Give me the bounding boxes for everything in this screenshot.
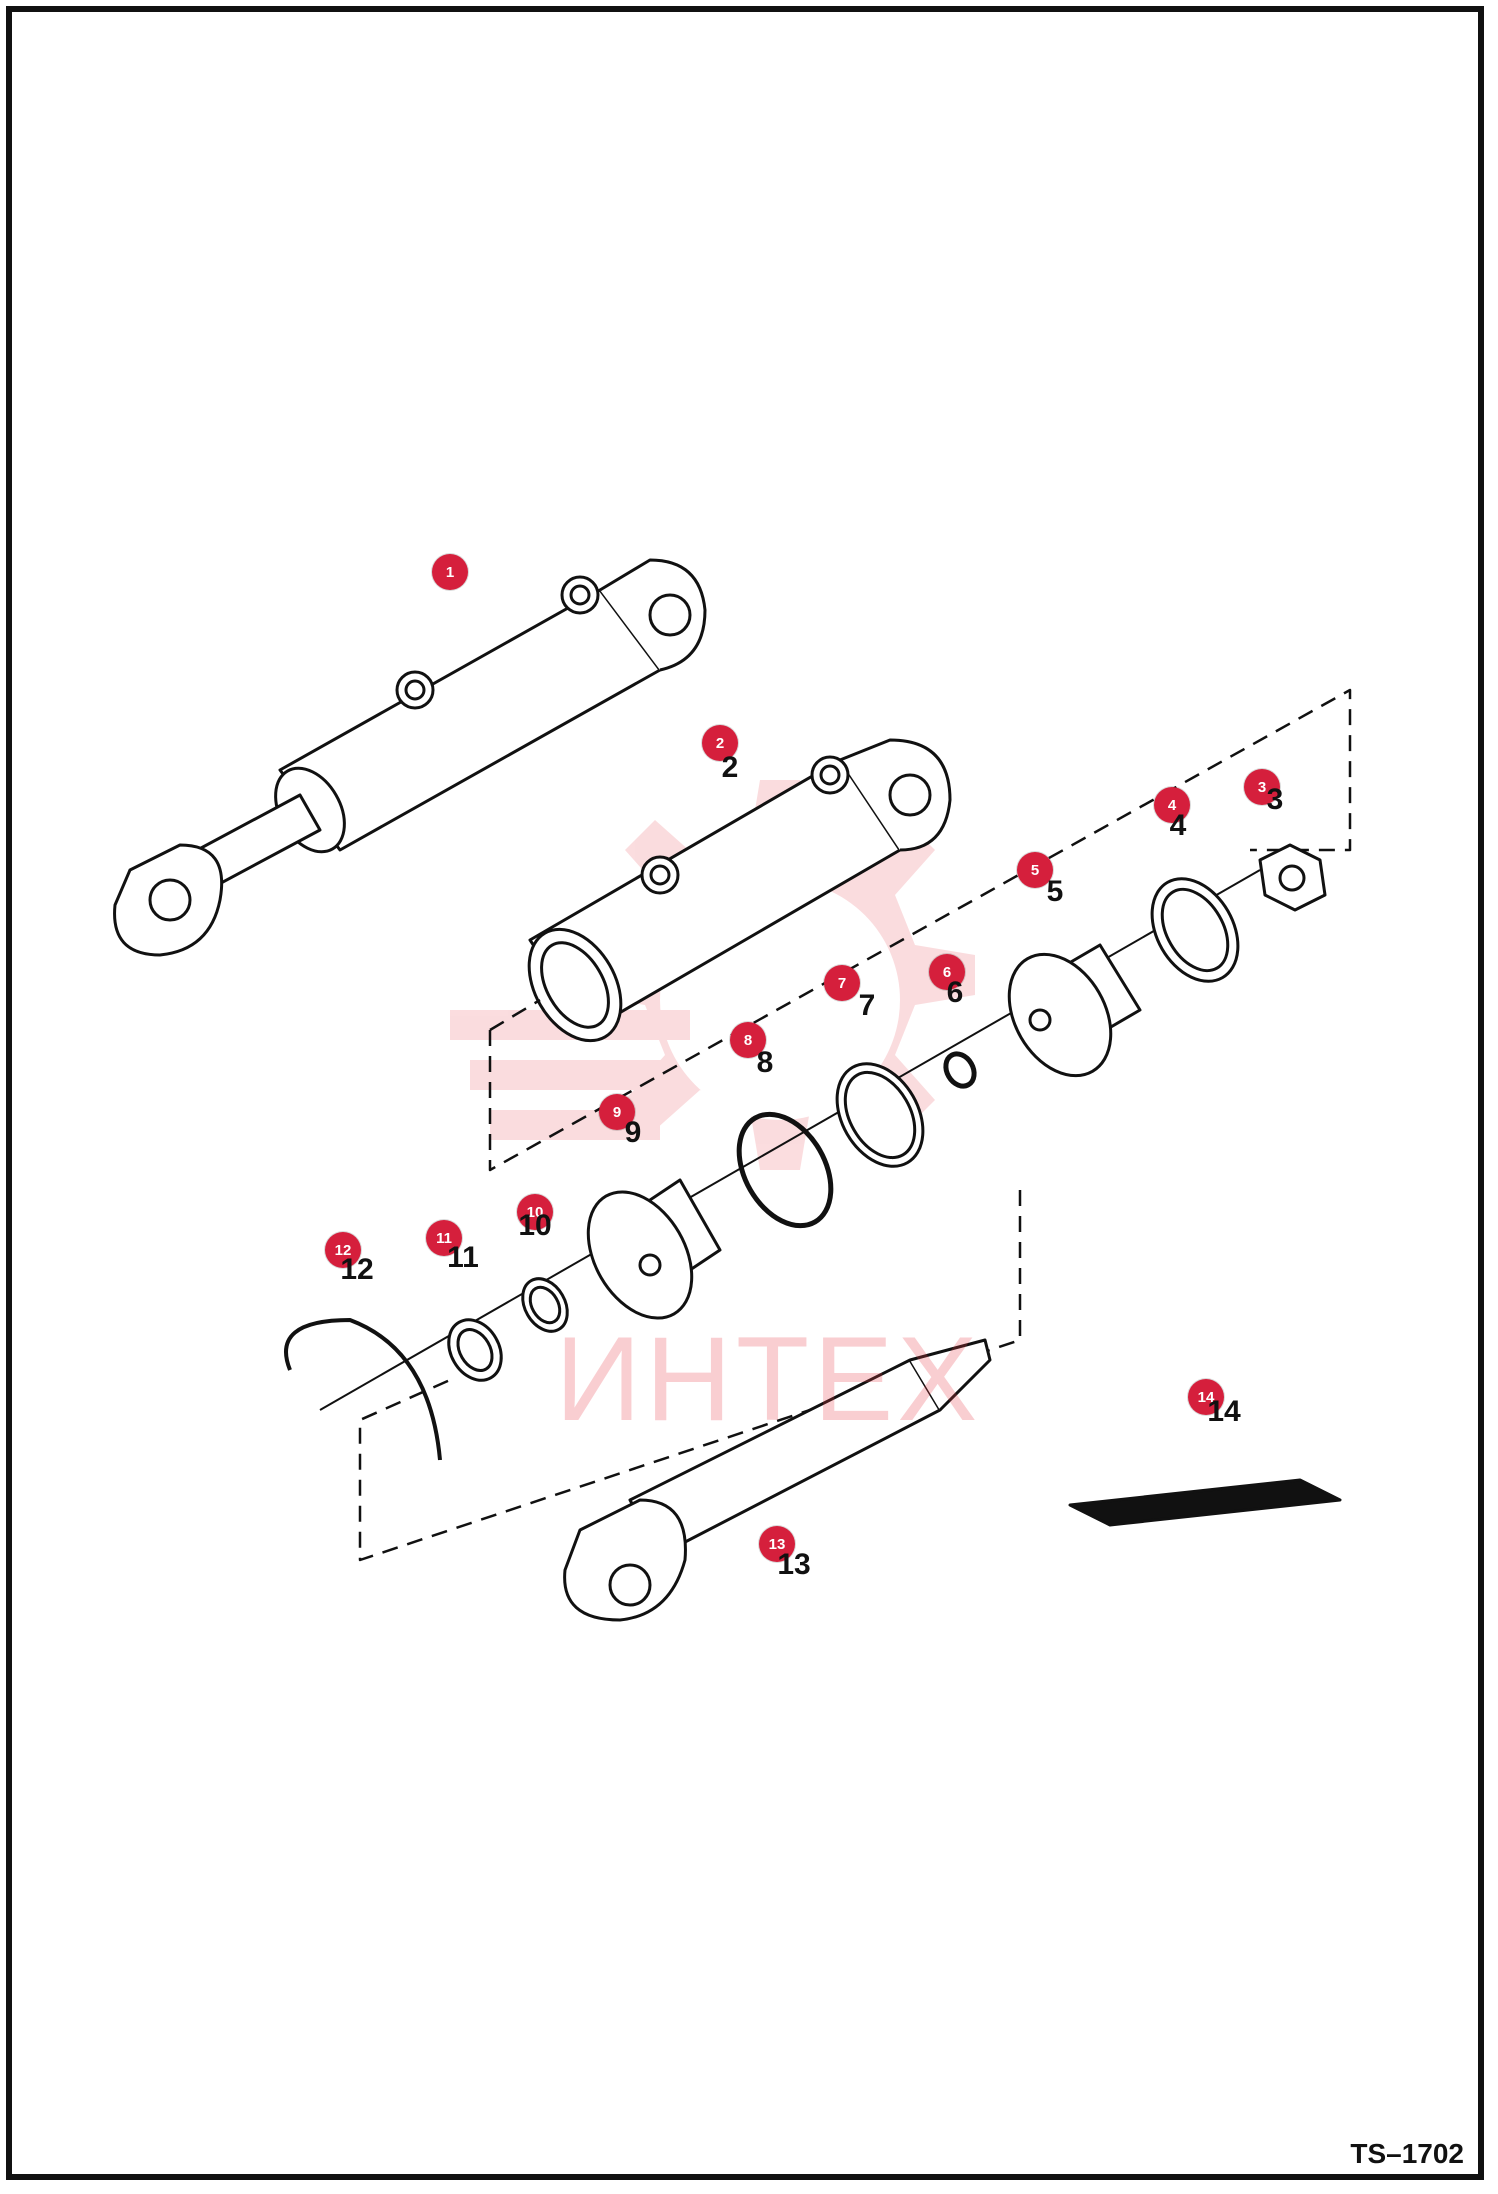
o-ring	[736, 1111, 834, 1229]
part-number-13: 13	[777, 1548, 811, 1581]
backup-ring	[835, 1062, 925, 1168]
part-number-11: 11	[447, 1241, 479, 1274]
callout-7[interactable]: 7	[824, 965, 860, 1001]
part-number-7: 7	[858, 989, 876, 1022]
part-number-14: 14	[1207, 1395, 1241, 1428]
drawing-reference: TS–1702	[1350, 2138, 1464, 2169]
callout-11[interactable]: 11	[426, 1220, 462, 1256]
callout-5[interactable]: 5	[1017, 852, 1053, 888]
watermark-text: ИНТЕХ	[555, 1312, 982, 1446]
callout-4[interactable]: 4	[1154, 787, 1190, 823]
part-number-10: 10	[518, 1209, 552, 1242]
assembled-cylinder	[113, 558, 707, 957]
callout-12[interactable]: 12	[325, 1232, 361, 1268]
callout-9[interactable]: 9	[599, 1094, 635, 1130]
part-number-4: 4	[1169, 809, 1187, 842]
gland	[1007, 943, 1142, 1078]
cylinder-barrel	[527, 738, 952, 1043]
part-number-8: 8	[756, 1046, 774, 1079]
snap-ring	[284, 1318, 442, 1461]
callout-13[interactable]: 13	[759, 1526, 795, 1562]
piston	[586, 1178, 722, 1320]
part-number-6: 6	[946, 976, 964, 1009]
callout-6[interactable]: 6	[929, 954, 965, 990]
part-number-2: 2	[721, 751, 739, 784]
small-o-ring	[943, 1051, 977, 1089]
callout-14[interactable]: 14	[1188, 1379, 1224, 1415]
callout-10[interactable]: 10	[517, 1194, 553, 1230]
callout-3[interactable]: 3	[1244, 769, 1280, 805]
part-number-3: 3	[1266, 783, 1284, 816]
decal	[1068, 1478, 1342, 1527]
part-number-9: 9	[624, 1116, 642, 1149]
washer	[1150, 877, 1240, 983]
callout-2[interactable]: 2	[702, 725, 738, 761]
callout-8[interactable]: 8	[730, 1022, 766, 1058]
rod-seal	[447, 1318, 503, 1382]
drawing-frame	[6, 6, 1484, 2180]
part-number-12: 12	[340, 1253, 374, 1286]
part-number-5: 5	[1046, 875, 1064, 908]
piston-rod	[563, 1338, 992, 1622]
callout-1[interactable]: 1	[432, 554, 468, 590]
assembly-dashed-path	[358, 688, 1352, 1562]
nut	[1258, 843, 1327, 912]
